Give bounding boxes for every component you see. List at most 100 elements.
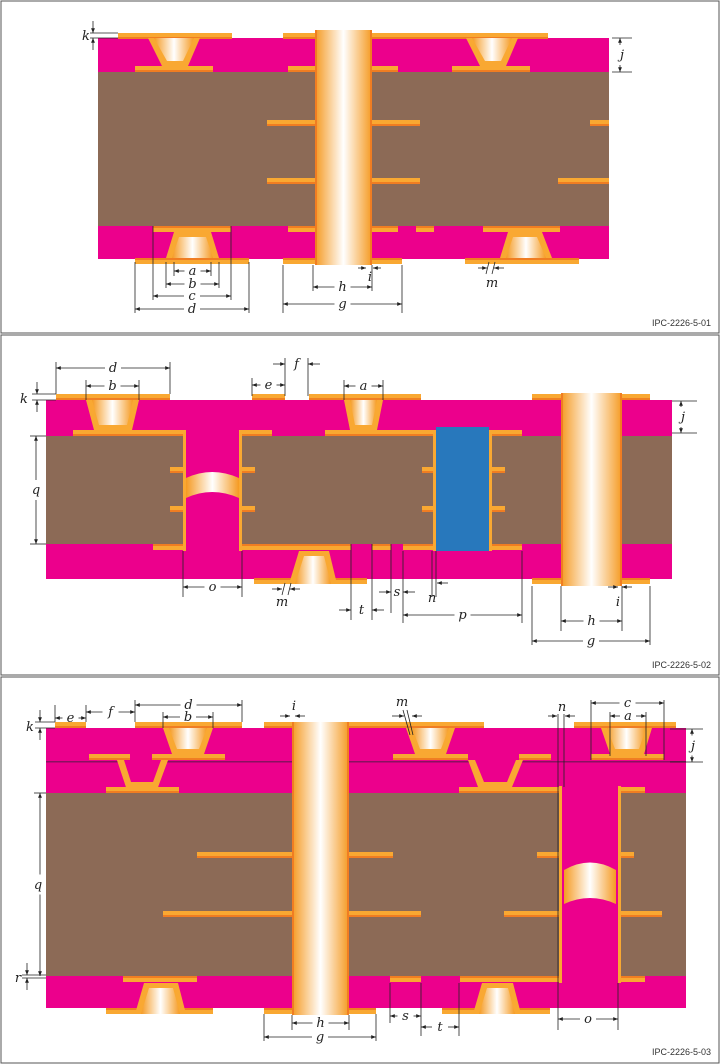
- copper-pad-edge: [465, 258, 579, 260]
- dimension-label-j: j: [688, 739, 695, 754]
- copper-pad: [519, 754, 551, 760]
- copper-pad: [489, 430, 522, 436]
- copper-pad-edge: [55, 726, 86, 728]
- extension-line: [281, 582, 286, 596]
- copper-pad-edge: [283, 37, 315, 39]
- dimension-label-p: p: [458, 608, 467, 623]
- hole-wall: [315, 30, 317, 265]
- copper-pad-edge: [372, 182, 420, 184]
- copper-pad: [372, 226, 398, 232]
- copper-pad: [309, 394, 421, 400]
- copper-pad-edge: [56, 398, 170, 400]
- copper-pad-edge: [489, 510, 505, 512]
- copper-pad: [152, 754, 225, 760]
- copper-pad: [239, 430, 272, 436]
- copper-pad: [489, 467, 505, 473]
- dimension-label-q: q: [34, 878, 42, 893]
- copper-pad-edge: [252, 398, 285, 400]
- prepreg-interface: [46, 761, 686, 763]
- copper-pad-edge: [309, 398, 421, 400]
- dimension-label-m: m: [486, 276, 498, 291]
- copper-pad: [283, 33, 315, 39]
- extension-line: [287, 582, 292, 596]
- copper-pad: [325, 430, 436, 436]
- dimension-label-f: f: [293, 357, 301, 372]
- dimension-label-a: a: [360, 379, 368, 394]
- extension-line: [402, 709, 411, 736]
- dimension-label-g: g: [338, 297, 346, 312]
- copper-pad-edge: [618, 976, 645, 978]
- copper-pad-edge: [153, 544, 186, 546]
- copper-pad: [153, 226, 231, 232]
- copper-pad: [390, 976, 421, 982]
- dimension-label-g: g: [587, 634, 595, 649]
- copper-pad-edge: [135, 258, 249, 260]
- copper-pad-edge: [618, 856, 634, 858]
- copper-pad-edge: [489, 471, 505, 473]
- copper-pad: [460, 976, 562, 982]
- copper-pad-edge: [73, 434, 186, 436]
- copper-pad-edge: [372, 544, 391, 546]
- copper-pad-edge: [452, 70, 530, 72]
- copper-pad-edge: [372, 37, 548, 39]
- copper-pad-edge: [135, 726, 242, 728]
- dimension-label-t: t: [359, 603, 365, 618]
- microvia-hole: [479, 988, 515, 1014]
- copper-pad-edge: [393, 758, 468, 760]
- hole-wall: [370, 30, 372, 265]
- dimension-label-m: m: [396, 695, 408, 710]
- filled-via-wall: [489, 430, 492, 551]
- microvia-hole: [172, 237, 213, 258]
- microvia-fill: [124, 760, 161, 782]
- copper-pad: [55, 722, 86, 728]
- dimension-label-g: g: [316, 1030, 324, 1045]
- plated-through-hole: [315, 30, 372, 265]
- dimension-label-j: j: [617, 48, 624, 63]
- copper-pad: [106, 787, 179, 793]
- copper-pad: [618, 976, 645, 982]
- dimension-label-h: h: [316, 1016, 324, 1031]
- copper-pad: [393, 754, 468, 760]
- copper-pad: [135, 258, 249, 264]
- copper-pad-edge: [239, 510, 255, 512]
- filled-via-wall: [433, 430, 436, 551]
- dimension-label-i: i: [368, 270, 372, 285]
- copper-pad: [618, 911, 662, 917]
- microvia-hole: [154, 38, 194, 61]
- copper-pad-edge: [197, 856, 292, 858]
- copper-pad-edge: [590, 124, 609, 126]
- copper-pad: [349, 911, 421, 917]
- dimension-label-a: a: [189, 264, 197, 279]
- dimension-label-b: b: [188, 277, 196, 292]
- microvia-hole: [350, 400, 377, 425]
- dimension-label-s: s: [394, 585, 401, 600]
- dimension-label-r: r: [15, 971, 22, 986]
- copper-pad-edge: [459, 791, 562, 793]
- copper-pad: [422, 506, 436, 512]
- copper-pad: [239, 544, 351, 550]
- copper-pad: [372, 66, 398, 72]
- dimension-label-b: b: [108, 379, 116, 394]
- copper-pad: [170, 467, 186, 473]
- dimension-label-q: q: [32, 483, 40, 498]
- extension-line: [485, 261, 490, 275]
- copper-pad: [239, 467, 255, 473]
- copper-pad: [288, 226, 315, 232]
- copper-pad: [465, 258, 579, 264]
- copper-pad-edge: [591, 758, 664, 760]
- copper-pad-edge: [163, 915, 292, 917]
- copper-pad: [56, 394, 170, 400]
- copper-pad-edge: [288, 70, 315, 72]
- copper-pad: [489, 544, 522, 550]
- copper-pad: [170, 506, 186, 512]
- copper-pad-edge: [618, 915, 662, 917]
- buried-via-wall: [239, 430, 242, 551]
- dimension-label-d: d: [188, 302, 196, 317]
- copper-pad-edge: [483, 226, 560, 228]
- copper-pad-edge: [489, 544, 522, 546]
- copper-pad-edge: [489, 434, 522, 436]
